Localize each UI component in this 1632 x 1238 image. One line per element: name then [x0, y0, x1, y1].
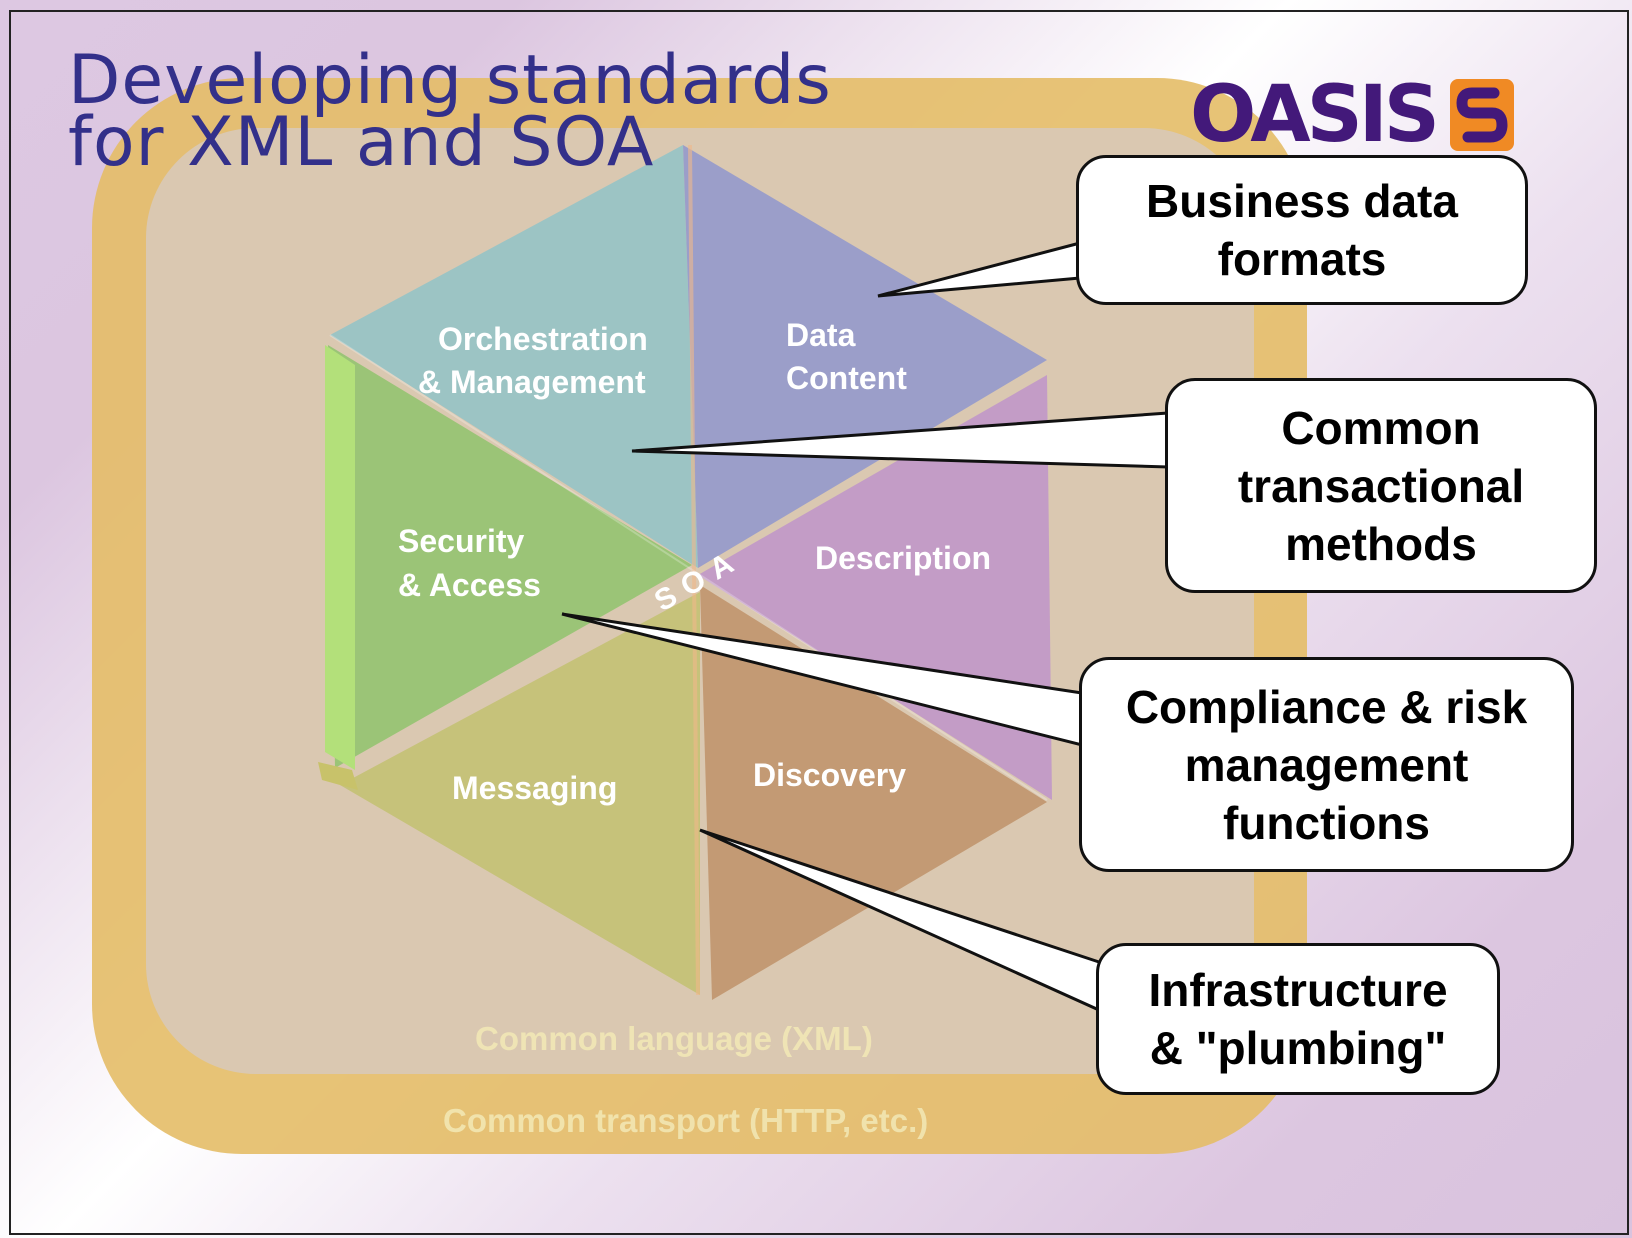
hex-divider — [329, 334, 1048, 801]
label-orchestration-2: & Management — [418, 364, 646, 400]
callout-infrastructure: Infrastructure & "plumbing" — [1096, 943, 1500, 1095]
label-common-language: Common language (XML) — [475, 1020, 873, 1057]
slide-frame — [9, 10, 1629, 1235]
label-messaging: Messaging — [452, 770, 617, 806]
label-common-transport: Common transport (HTTP, etc.) — [443, 1102, 928, 1139]
label-discovery: Discovery — [753, 757, 906, 793]
logo-text: OASIS — [1190, 70, 1440, 160]
callout-infrastructure-line-2: & "plumbing" — [1149, 1022, 1447, 1074]
callout-business-line-2: formats — [1217, 233, 1387, 285]
label-data-content-2: Content — [786, 360, 907, 396]
callout-common-line-1: Common — [1281, 401, 1481, 454]
messaging-slab-edge — [318, 762, 358, 790]
callout-compliance-risk: Compliance & risk management functions — [1079, 657, 1574, 872]
security-slab-edge — [325, 345, 355, 770]
callout-business-data-formats: Business data formats — [1076, 155, 1528, 305]
callout-business-line-1: Business data — [1146, 175, 1458, 227]
callout-common-line-3: methods — [1285, 517, 1477, 570]
callout-compliance-line-3: functions — [1223, 796, 1430, 849]
label-orchestration-1: Orchestration — [438, 321, 648, 357]
title-line-2: for XML and SOA — [68, 103, 655, 182]
title-line-1: Developing standards — [68, 41, 832, 120]
callout-compliance-line-2: management — [1184, 738, 1469, 791]
label-data-content-1: Data — [786, 317, 856, 353]
segment-messaging — [340, 592, 700, 995]
segment-discovery — [700, 585, 1047, 1000]
label-security-2: & Access — [398, 567, 541, 603]
callout-infrastructure-line-1: Infrastructure — [1148, 964, 1448, 1016]
callout-common-transactional: Common transactional methods — [1165, 378, 1597, 593]
oasis-logo: OASIS — [1190, 70, 1514, 160]
page-title: Developing standards for XML and SOA — [68, 41, 832, 182]
segment-orchestration — [330, 145, 698, 568]
label-description: Description — [815, 540, 991, 576]
segment-data-content — [683, 145, 1047, 568]
label-security-1: Security — [398, 523, 524, 559]
segment-security — [328, 345, 692, 768]
hex-divider — [688, 144, 700, 996]
callout-common-line-2: transactional — [1237, 459, 1525, 512]
oasis-mark-icon — [1449, 79, 1514, 151]
callout-compliance-line-1: Compliance & risk — [1125, 680, 1528, 733]
